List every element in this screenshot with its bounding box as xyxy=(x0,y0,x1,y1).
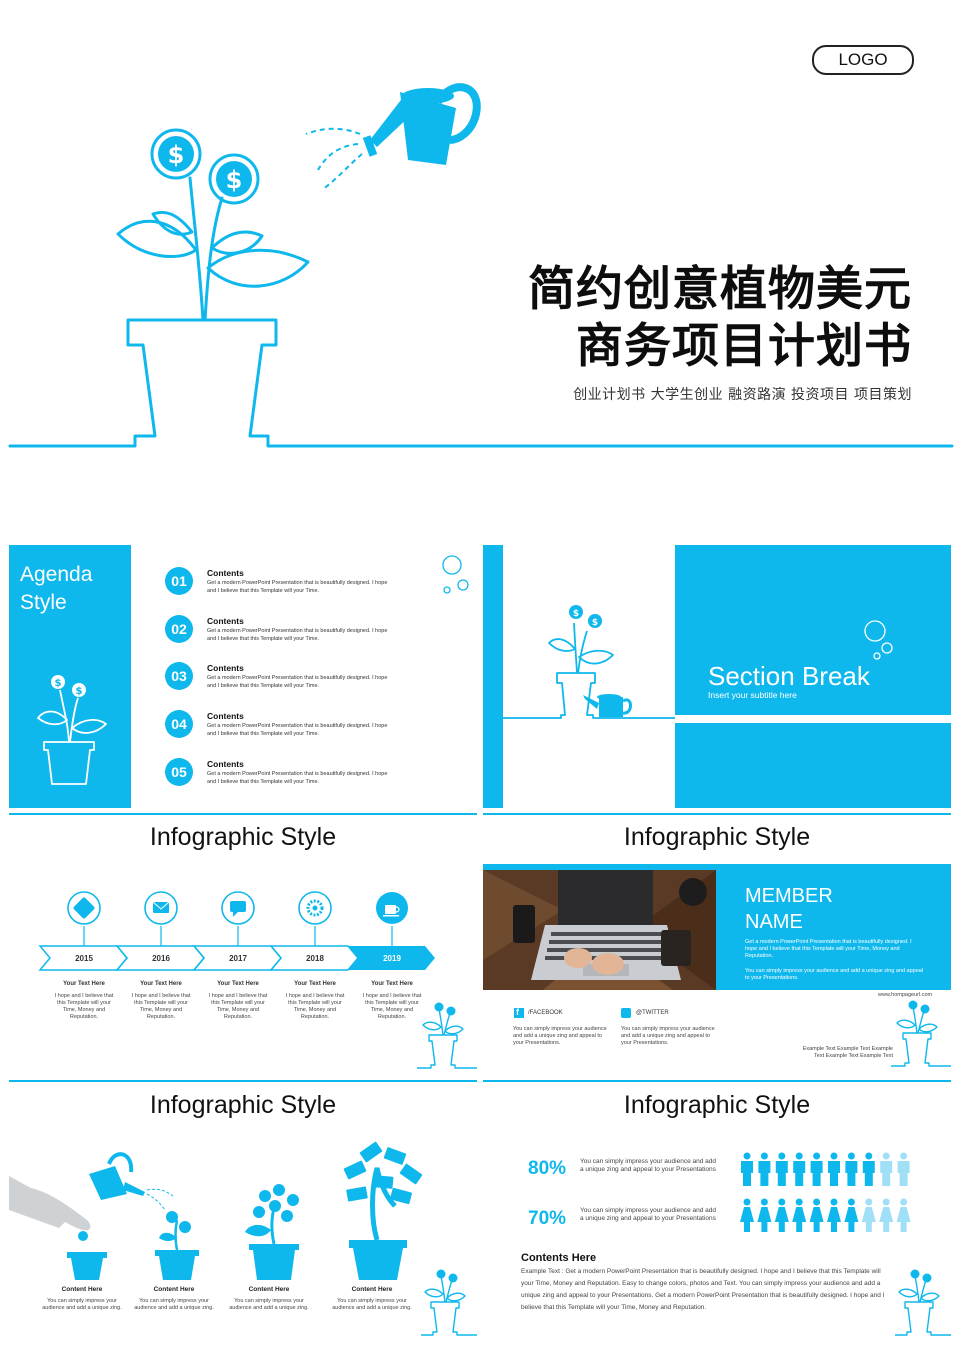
male-person-icon xyxy=(793,1152,806,1186)
dollar-coin-icon: $ $ xyxy=(150,128,260,205)
stats-slide[interactable]: Infographic Style 80% You can simply imp… xyxy=(483,1080,951,1337)
svg-text:$: $ xyxy=(592,618,598,628)
male-person-icon xyxy=(810,1152,823,1186)
mail-icon xyxy=(152,901,170,913)
timeline-slide[interactable]: Infographic Style xyxy=(9,813,477,1070)
timeline-arrows xyxy=(38,891,435,971)
cover-title-line1: 简约创意植物美元 xyxy=(528,262,912,317)
female-person-icon xyxy=(740,1198,754,1232)
agenda-sidebar xyxy=(9,545,131,808)
section-title: Section Break xyxy=(708,661,870,691)
growth-illustration xyxy=(9,1141,423,1280)
timeline-title: Infographic Style xyxy=(149,823,337,851)
female-person-icon xyxy=(809,1198,824,1232)
section-plant-illustration: $ $ xyxy=(503,605,893,719)
corner-plant-icon xyxy=(895,1269,951,1336)
female-person-icon xyxy=(792,1198,807,1232)
laptop-photo xyxy=(483,870,716,990)
cover-slide: LOGO $ $ xyxy=(0,0,960,470)
corner-plant-icon xyxy=(421,1269,477,1336)
growth-title: Infographic Style xyxy=(149,1091,337,1119)
twitter-icon[interactable] xyxy=(621,1008,631,1018)
male-person-icon xyxy=(880,1152,893,1186)
member-slide[interactable]: Infographic Style MEMBER NAME Get a mode… xyxy=(483,813,951,1070)
twitter-label[interactable]: @TWITTER xyxy=(636,1010,669,1016)
agenda-title: Agenda Style xyxy=(20,563,93,614)
section-break-slide[interactable]: $ $ Section Break Insert your subtitle h… xyxy=(483,545,951,808)
stat-pct-2: 70% xyxy=(528,1208,567,1229)
watering-can-icon xyxy=(305,83,481,191)
example-text: Example Text Example Text Example Text E… xyxy=(802,1046,893,1059)
female-person-icon xyxy=(896,1198,911,1232)
svg-text:$: $ xyxy=(168,141,185,169)
male-person-icon xyxy=(897,1152,910,1186)
growth-slide[interactable]: Infographic Style xyxy=(9,1080,477,1337)
stat-desc-1: You can simply impress your audience and… xyxy=(580,1158,716,1173)
contents-body: Example Text : Get a modern PowerPoint P… xyxy=(521,1268,885,1311)
male-person-icon xyxy=(862,1152,875,1186)
section-subtitle: Insert your subtitle here xyxy=(708,690,797,700)
contents-heading: Contents Here xyxy=(521,1252,597,1264)
puzzle-icon xyxy=(73,897,95,919)
corner-plant-icon xyxy=(891,1000,951,1067)
watering-can-icon xyxy=(89,1152,174,1211)
member-url[interactable]: www.hompageurl.com xyxy=(878,992,933,998)
twitter-text: You can simply impress your audience and… xyxy=(621,1026,715,1046)
agenda-slide[interactable]: Agenda Style $ $ 01 Contents Get a moder… xyxy=(9,545,477,808)
coffee-icon xyxy=(383,905,400,917)
bubbles-decoration xyxy=(442,555,469,594)
member-desc1: Get a modern PowerPoint Presentation tha… xyxy=(745,939,912,959)
facebook-text: You can simply impress your audience and… xyxy=(513,1026,607,1046)
svg-text:$: $ xyxy=(55,678,62,689)
female-person-icon xyxy=(861,1198,876,1232)
stat-pct-1: 80% xyxy=(528,1158,567,1179)
svg-text:$: $ xyxy=(76,686,83,697)
svg-text:$: $ xyxy=(226,166,243,194)
female-person-icon xyxy=(757,1198,772,1232)
people-row-male xyxy=(741,1152,910,1186)
female-person-icon xyxy=(879,1198,894,1232)
stats-title: Infographic Style xyxy=(623,1091,811,1119)
gear-icon xyxy=(306,899,324,917)
watering-can-icon xyxy=(583,694,632,717)
female-person-icon xyxy=(827,1198,841,1232)
member-name: MEMBER NAME xyxy=(745,885,833,933)
people-row-female xyxy=(740,1198,911,1232)
cover-illustration: $ $ xyxy=(8,83,954,448)
cover-subtitle: 创业计划书 大学生创业 融资路演 投资项目 项目策划 xyxy=(573,387,912,403)
male-person-icon xyxy=(845,1152,858,1186)
hand-icon xyxy=(9,1176,91,1231)
chat-icon xyxy=(230,901,246,917)
female-person-icon xyxy=(844,1198,859,1232)
male-person-icon xyxy=(828,1152,840,1186)
facebook-icon[interactable] xyxy=(514,1008,524,1018)
member-desc2: You can simply impress your audience and… xyxy=(745,968,924,981)
male-person-icon xyxy=(775,1152,788,1186)
member-title: Infographic Style xyxy=(623,823,811,851)
logo-badge: LOGO xyxy=(812,45,914,75)
svg-text:$: $ xyxy=(573,609,579,619)
stat-desc-2: You can simply impress your audience and… xyxy=(580,1207,716,1222)
female-person-icon xyxy=(774,1198,789,1232)
plant-pot-icon: $ $ xyxy=(37,675,107,785)
corner-plant-icon xyxy=(417,1002,477,1069)
male-person-icon xyxy=(758,1152,771,1186)
cover-title-line2: 商务项目计划书 xyxy=(576,319,912,374)
facebook-label[interactable]: /FACEBOOK xyxy=(528,1010,563,1016)
male-person-icon xyxy=(741,1152,753,1186)
